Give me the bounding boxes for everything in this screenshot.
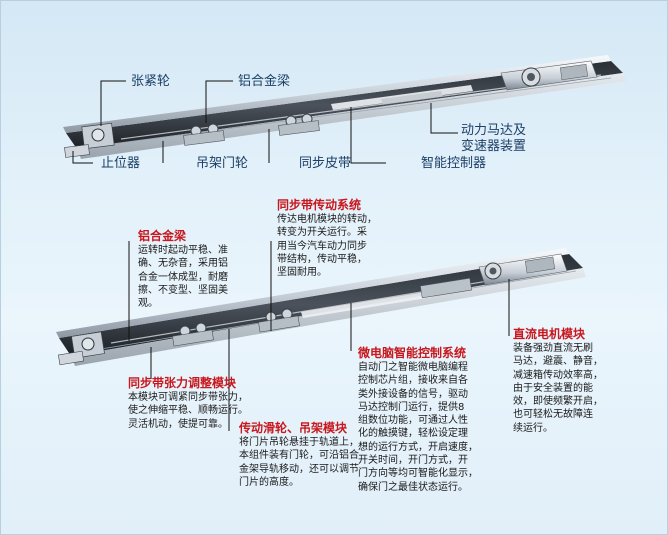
leader-tension-wheel bbox=[100, 80, 126, 126]
leader-aluminum-beam bbox=[205, 80, 233, 123]
module-pulley-hanger-body: 将门片吊轮悬挂于轨道上， 本组件装有门轮，可沿铝合 金架导轨移动，还可以调节 门… bbox=[239, 437, 359, 488]
label-aluminum-beam: 铝合金梁 bbox=[238, 74, 291, 89]
label-motor-gearbox-line1: 动力马达及 bbox=[461, 123, 527, 138]
leader-stopper bbox=[72, 151, 93, 164]
module-microcomputer-body: 自动门之智能微电脑编程 控制芯片组，接收来自各 类外接设备的信号，驱动 马达控制… bbox=[358, 362, 478, 493]
lower-motor-unit bbox=[478, 253, 568, 286]
lower-leader-lines bbox=[128, 241, 510, 431]
label-tension-wheel: 张紧轮 bbox=[131, 74, 171, 89]
label-motor-gearbox-line2: 变速器装置 bbox=[461, 139, 527, 154]
module-belt-drive-body: 传达电机模块的转动， 转变为开关运行。采 用当今汽车动力同步 带结构，传动平稳，… bbox=[277, 214, 377, 279]
module-dc-motor-title: 直流电机模块 bbox=[513, 327, 586, 341]
upper-leader-lines bbox=[72, 80, 458, 164]
label-sync-belt: 同步皮带 bbox=[299, 156, 352, 171]
module-aluminum-beam-title: 铝合金梁 bbox=[138, 229, 187, 243]
upper-operator-rail bbox=[63, 55, 626, 159]
module-dc-motor-body: 装备强劲直流无刷 马达，避震、静音， 减速箱传动效率高， 由于安全装置的能 效，… bbox=[513, 343, 603, 434]
module-pulley-hanger-title: 传动滑轮、吊架模块 bbox=[239, 421, 348, 435]
module-microcomputer-title: 微电脑智能控制系统 bbox=[358, 346, 467, 360]
label-stopper: 止位器 bbox=[101, 156, 141, 171]
label-hanger-wheel: 吊架门轮 bbox=[196, 156, 249, 171]
lower-operator-rail bbox=[56, 248, 586, 366]
upper-stopper bbox=[64, 144, 90, 158]
module-belt-tension-title: 同步带张力调整模块 bbox=[128, 376, 237, 390]
upper-hanger-wheels bbox=[183, 113, 320, 146]
upper-motor-unit bbox=[500, 60, 598, 91]
leader-smart-controller bbox=[350, 107, 386, 164]
upper-tension-wheel bbox=[81, 122, 115, 150]
lower-controller-unit bbox=[420, 277, 472, 299]
module-belt-tension-body: 本模块可调紧同步带张力， 使之伸缩平稳、顺畅运行。 灵活机动，使提可靠。 bbox=[128, 392, 248, 430]
module-aluminum-beam-body: 运转时起动平稳、准 确、无杂音，采用铝 合金一体成型，耐磨 擦、不变型、坚固美 … bbox=[138, 245, 228, 310]
label-smart-controller: 智能控制器 bbox=[421, 156, 487, 171]
leader-motor-gearbox bbox=[430, 103, 458, 134]
lower-stopper bbox=[58, 350, 84, 366]
module-belt-drive-title: 同步带传动系统 bbox=[277, 198, 362, 212]
